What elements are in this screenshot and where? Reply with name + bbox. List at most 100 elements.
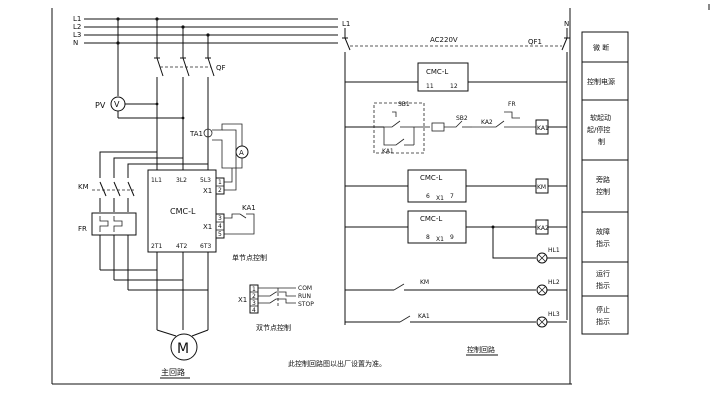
side-label-run-1: 运行 (596, 269, 610, 278)
cmc-top-name: CMC-L (426, 68, 448, 76)
control-qf1-label: QF1 (528, 38, 542, 46)
side-label-fault-2: 指示 (596, 239, 610, 248)
control-l1-label: L1 (342, 20, 350, 28)
cmc-low-name: CMC-L (420, 215, 442, 223)
double-node-com: COM (298, 285, 312, 292)
breaker-qf: QF (154, 19, 226, 170)
softstarter-out-2: 4T2 (176, 243, 187, 250)
bus-label-l3: L3 (73, 31, 81, 39)
double-node-run: RUN (298, 293, 311, 300)
double-node-x1: X1 (238, 296, 247, 304)
sb2-label: SB2 (456, 115, 468, 122)
ka1-contact-label: KA1 (242, 204, 256, 212)
double-node-pin-3: 3 (252, 300, 256, 307)
side-label-softstart-1: 软起动 (590, 113, 611, 122)
motor: M 主回路 (156, 252, 209, 379)
side-label-run-2: 指示 (596, 281, 610, 290)
side-label-stop-1: 停止 (596, 305, 610, 314)
cmc-top-pin-12: 12 (450, 83, 458, 90)
km-contact-label: KM (420, 279, 429, 286)
voltmeter-pv: V PV (95, 19, 185, 120)
control-circuit-caption: 控制回路 (467, 345, 495, 354)
rung-start-stop: SB1 SB2 KA2 FR KA1 KA1 (345, 101, 567, 155)
sb1-label: SB1 (398, 101, 410, 108)
softstarter-x1-top: X1 (203, 187, 212, 195)
hl3-label: HL3 (548, 311, 560, 318)
diagram-frame (51, 4, 710, 385)
softstarter-out-3: 6T3 (200, 243, 211, 250)
side-label-bypass-1: 旁路 (596, 175, 610, 184)
softstarter-in-1: 1L1 (151, 177, 162, 184)
ka2-coil-label: KA2 (537, 225, 549, 232)
fr-contact-label: FR (508, 101, 516, 108)
cmc-mid-pin-b: 7 (450, 193, 454, 200)
rung-stop: KA1 HL3 (345, 311, 567, 328)
voltmeter-label: PV (95, 101, 106, 110)
softstarter-pin-1: 1 (218, 179, 222, 186)
softstarter-pin-5: 5 (218, 231, 222, 238)
side-label-breaker: 微 断 (593, 43, 609, 52)
bypass-km-label: KM (78, 183, 89, 191)
control-ac-label: AC220V (430, 36, 458, 44)
ka1-contact-label-ctrl: KA1 (418, 313, 430, 320)
main-circuit: L1 L2 L3 N (73, 15, 338, 379)
side-label-bypass-2: 控制 (596, 187, 610, 196)
side-label-stop-2: 指示 (596, 317, 610, 326)
double-node-pin-2: 2 (252, 293, 256, 300)
voltmeter-symbol: V (114, 100, 120, 109)
hl1-label: HL1 (548, 247, 560, 254)
soft-starter-cmc-l: 1L1 3L2 5L3 CMC-L 2T1 4T2 6T3 X1 X1 1 2 … (147, 129, 267, 262)
hl2-label: HL2 (548, 279, 560, 286)
ammeter-symbol: A (239, 149, 244, 157)
double-node-pin-4: 4 (252, 307, 256, 314)
bus-lines: L1 L2 L3 N (73, 15, 338, 47)
footnote: 此控制回路图以出厂设置为准。 (288, 359, 386, 368)
side-label-softstart-3: 制 (598, 137, 605, 146)
rung-control-power: CMC-L 11 12 (345, 62, 567, 92)
single-node-caption: 单节点控制 (232, 253, 267, 262)
rung-bypass: CMC-L 6 X1 7 KM (345, 169, 567, 203)
softstarter-out-1: 2T1 (151, 243, 162, 250)
side-label-power: 控制电源 (587, 77, 615, 86)
bypass-contactor-km: KM (78, 151, 208, 212)
ct-label: TA1 (189, 130, 203, 138)
ka1-hold-label: KA1 (382, 148, 394, 155)
softstarter-pin-2: 2 (218, 187, 222, 194)
bus-label-n: N (73, 39, 78, 47)
softstarter-in-3: 5L3 (200, 177, 211, 184)
bus-label-l1: L1 (73, 15, 81, 23)
softstarter-in-2: 3L2 (176, 177, 187, 184)
softstarter-x1-mid: X1 (203, 223, 212, 231)
current-transformer-ta1: TA1 A (189, 123, 249, 169)
control-circuit: L1 N AC220V QF1 CMC-L 11 12 SB1 (342, 20, 570, 356)
breaker-qf-label: QF (216, 64, 226, 72)
double-node-caption: 双节点控制 (256, 323, 291, 332)
side-label-fault-1: 故障 (596, 227, 610, 236)
softstarter-pin-4: 4 (218, 223, 222, 230)
double-node-stop: STOP (298, 301, 314, 308)
motor-symbol: M (177, 341, 189, 357)
cmc-mid-pin-a: 6 (426, 193, 430, 200)
bus-label-l2: L2 (73, 23, 81, 31)
side-label-softstart-2: 起/停控 (587, 125, 610, 134)
ka1-coil-label: KA1 (537, 125, 549, 132)
double-node-control: X1 1 2 3 4 COM RUN STOP 双节点控制 (238, 284, 314, 332)
km-coil-label: KM (537, 184, 546, 191)
softstarter-name: CMC-L (170, 207, 196, 216)
control-n-label: N (564, 20, 569, 28)
rung-fault: CMC-L 8 X1 9 KA2 HL1 (345, 210, 567, 264)
side-labels: 微 断 控制电源 软起动 起/停控 制 旁路 控制 故障 指示 运行 指示 停止… (581, 31, 629, 335)
cmc-mid-x1: X1 (436, 195, 444, 202)
ka2-contact-label: KA2 (481, 119, 493, 126)
cmc-low-pin-a: 8 (426, 234, 430, 241)
cmc-mid-name: CMC-L (420, 174, 442, 182)
thermal-relay-label: FR (78, 225, 87, 233)
cmc-low-x1: X1 (436, 236, 444, 243)
cmc-top-pin-11: 11 (426, 83, 434, 90)
softstarter-pin-3: 3 (218, 215, 222, 222)
double-node-pin-1: 1 (252, 286, 256, 293)
rung-run: KM HL2 (345, 279, 567, 296)
main-circuit-caption: 主回路 (161, 367, 185, 377)
cmc-low-pin-b: 9 (450, 234, 454, 241)
